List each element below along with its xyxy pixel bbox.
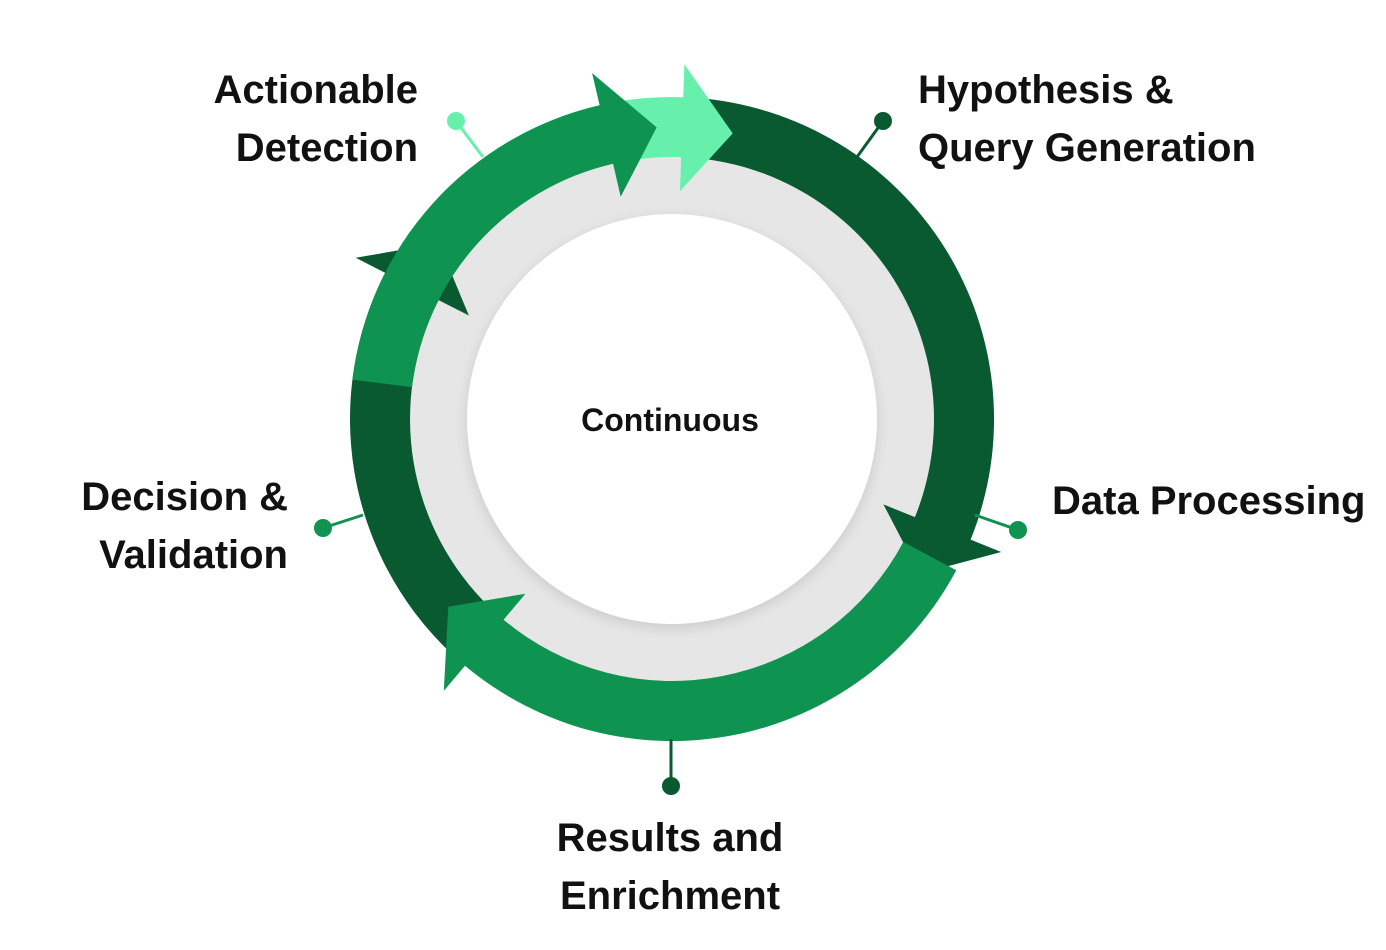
step-label-actionable: Actionable Detection [118,61,418,177]
step-label-results: Results and Enrichment [520,809,820,925]
connector-dot-actionable [447,112,465,130]
step-label-line: Results and [556,816,784,860]
step-label-line: Validation [99,533,288,577]
step-label-decision: Decision & Validation [20,468,288,584]
step-label-hypothesis: Hypothesis & Query Generation [918,61,1256,177]
center-circle [467,214,877,624]
step-label-line: Detection [235,126,418,170]
center-label: Continuous [581,402,759,438]
connectors [314,112,1027,795]
step-label-line: Decision & [81,475,288,519]
connector-dot-results [662,777,680,795]
arrow-segment-decision [352,73,657,388]
connector-dot-hypothesis [874,112,892,130]
arrow-segment-data-processing [443,542,957,742]
connector-dot-decision [314,519,332,537]
connector-dot-data-processing [1009,521,1027,539]
arrow-segments [350,64,1002,742]
step-label-line: Query Generation [918,126,1256,170]
step-label-line: Hypothesis & [918,68,1174,112]
step-label-line: Actionable [213,68,418,112]
step-label-line: Enrichment [559,874,781,918]
step-label-data-processing: Data Processing [1052,472,1365,530]
step-label-line: Data Processing [1052,479,1366,523]
